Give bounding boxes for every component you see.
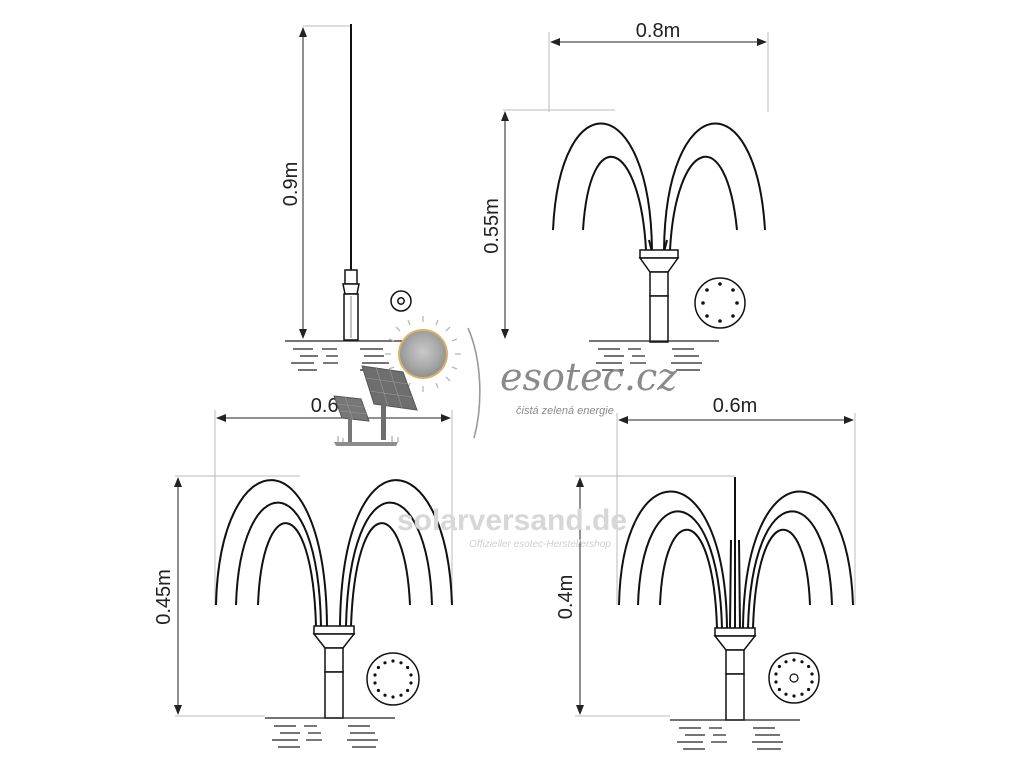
width-dimension: 0.6m — [616, 395, 856, 605]
water-arcs — [215, 479, 453, 627]
water-surface — [670, 719, 800, 750]
water-surface — [589, 340, 719, 371]
water-arcs — [552, 122, 766, 253]
height-label: 0.9m — [280, 162, 302, 206]
height-dimension: 0.9m — [280, 25, 350, 339]
nozzle-ring-with-center-icon — [768, 652, 820, 704]
diagram-triple-arc: 0.6m 0.45m — [153, 395, 453, 748]
height-dimension: 0.4m — [555, 475, 735, 717]
height-dimension: 0.45m — [153, 475, 300, 717]
nozzle-single-hole-icon — [390, 290, 412, 312]
solar-panel-icon — [333, 365, 418, 446]
nozzle-ring-holes-icon — [366, 652, 420, 706]
pump — [342, 269, 360, 341]
height-label: 0.55m — [481, 198, 503, 254]
watermark-name: solarversand.de — [397, 504, 627, 537]
watermark-tagline: Offizieller esotec-Herstellershop — [469, 539, 611, 550]
pump — [312, 625, 356, 719]
nozzle-ring-holes-icon — [694, 277, 746, 329]
sun-icon — [385, 316, 461, 392]
diagram-double-arc: 0.8m 0.55m — [481, 20, 769, 371]
width-label: 0.8m — [636, 20, 680, 42]
width-dimension: 0.8m — [548, 20, 769, 112]
width-dimension: 0.6m — [214, 395, 453, 605]
logo-name: esotec.cz — [500, 355, 678, 399]
watermark: solarversand.de Offizieller esotec-Herst… — [397, 504, 627, 550]
width-label: 0.6m — [713, 395, 757, 417]
diagram-single-jet: 0.9m — [280, 24, 412, 371]
height-dimension: 0.55m — [481, 109, 615, 339]
height-label: 0.45m — [153, 569, 175, 625]
height-label: 0.4m — [555, 575, 577, 619]
pump — [638, 249, 680, 343]
water-surface — [285, 340, 405, 371]
esotec-logo: esotec.cz čistá zelená energie — [333, 316, 678, 446]
logo-tagline: čistá zelená energie — [516, 405, 614, 417]
diagram-fountain-with-center: 0.6m 0.4m — [555, 395, 856, 750]
water-surface — [265, 717, 395, 748]
water-arcs — [618, 477, 854, 629]
logo-separator — [467, 327, 481, 439]
pump — [713, 627, 757, 721]
